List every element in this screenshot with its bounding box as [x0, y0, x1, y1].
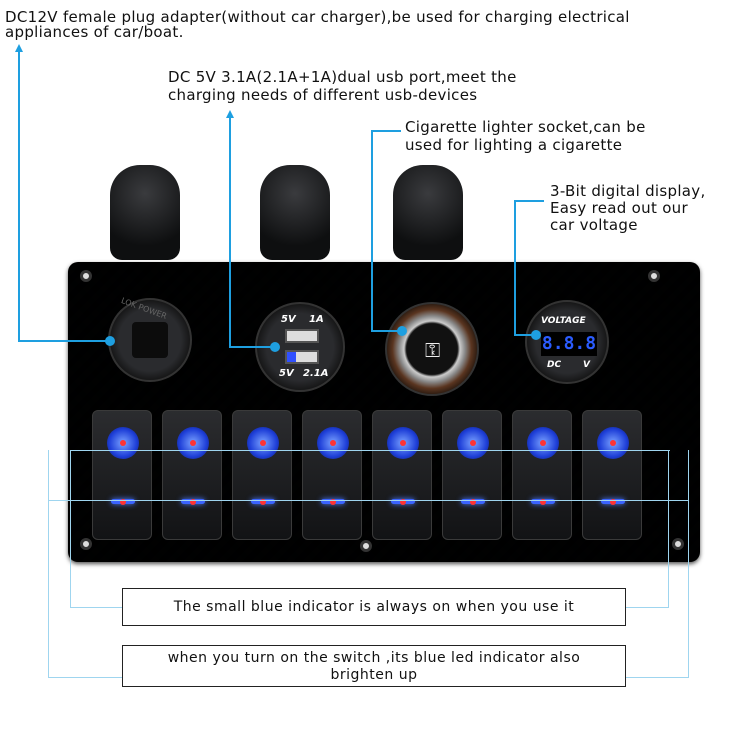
guide-line	[668, 450, 669, 608]
guide-line	[48, 677, 122, 678]
indicator-note-box: The small blue indicator is always on wh…	[122, 588, 626, 626]
rocker-switch-7[interactable]	[512, 410, 572, 540]
callout-dot	[270, 342, 280, 352]
indicator-dot	[400, 440, 406, 446]
guide-line	[48, 500, 688, 501]
display-description-line3: car voltage	[550, 216, 638, 234]
voltmeter: VOLTAGE 8.8.8 DC V	[525, 300, 609, 384]
usb-slot	[285, 329, 319, 343]
callout-line	[514, 200, 516, 336]
plug-description-line1: DC12V female plug adapter(without car ch…	[5, 8, 630, 26]
indicator-dot	[470, 499, 476, 505]
usb-label: 1A	[309, 314, 324, 325]
voltmeter-title: VOLTAGE	[541, 316, 586, 326]
callout-line	[514, 334, 536, 336]
usb-port: 5V 1A 5V 2.1A	[255, 302, 345, 392]
usb-label: 2.1A	[303, 368, 329, 379]
guide-line	[70, 450, 71, 608]
indicator-dot	[540, 499, 546, 505]
guide-line	[626, 677, 688, 678]
guide-line	[48, 450, 49, 678]
switch-note-box: when you turn on the switch ,its blue le…	[122, 645, 626, 687]
plug-description-line2: appliances of car/boat.	[5, 23, 184, 41]
lighter-description-line2: used for lighting a cigarette	[405, 136, 623, 154]
callout-line	[371, 130, 373, 332]
indicator-dot	[470, 440, 476, 446]
display-description-line2: Easy read out our	[550, 199, 688, 217]
indicator-dot	[610, 499, 616, 505]
screw	[360, 540, 372, 552]
callout-dot	[105, 336, 115, 346]
guide-line	[70, 607, 122, 608]
dc12v-socket: LOK POWER	[108, 296, 192, 382]
callout-line	[229, 116, 231, 348]
guide-line	[626, 607, 668, 608]
screw	[80, 538, 92, 550]
indicator-dot	[540, 440, 546, 446]
cigarette-lighter-socket: ⚿	[385, 302, 479, 396]
callout-line	[514, 200, 544, 202]
screw	[648, 270, 660, 282]
indicator-dot	[120, 499, 126, 505]
rocker-switch-6[interactable]	[442, 410, 502, 540]
arrow-icon	[15, 44, 23, 52]
indicator-dot	[260, 440, 266, 446]
plug-cap	[110, 165, 180, 260]
switch-note-line2: brighten up	[330, 667, 418, 683]
screw	[672, 538, 684, 550]
rocker-switch-5[interactable]	[372, 410, 432, 540]
indicator-dot	[330, 440, 336, 446]
indicator-dot	[400, 499, 406, 505]
arrow-icon	[226, 110, 234, 118]
callout-line	[371, 330, 401, 332]
usb-slot	[285, 350, 319, 364]
indicator-dot	[190, 499, 196, 505]
callout-line	[371, 130, 401, 132]
callout-line	[18, 340, 110, 342]
indicator-dot	[330, 499, 336, 505]
callout-dot	[397, 326, 407, 336]
indicator-dot	[260, 499, 266, 505]
callout-line	[18, 50, 20, 342]
callout-dot	[531, 330, 541, 340]
guide-line	[688, 450, 689, 678]
usb-label: 5V	[281, 314, 296, 325]
rocker-switch-2[interactable]	[162, 410, 222, 540]
lighter-cap	[393, 165, 463, 260]
indicator-dot	[610, 440, 616, 446]
usb-cap	[260, 165, 330, 260]
voltmeter-unit-label: V	[583, 360, 590, 370]
indicator-dot	[120, 440, 126, 446]
usb-label: 5V	[279, 368, 294, 379]
rocker-switch-1[interactable]	[92, 410, 152, 540]
switch-note-line1: when you turn on the switch ,its blue le…	[167, 650, 581, 666]
display-description-line1: 3-Bit digital display,	[550, 182, 706, 200]
rocker-switch-8[interactable]	[582, 410, 642, 540]
socket-lettering: LOK POWER	[119, 296, 169, 321]
guide-line	[70, 450, 670, 451]
indicator-note: The small blue indicator is always on wh…	[173, 599, 575, 615]
usb-description-line2: charging needs of different usb-devices	[168, 86, 478, 104]
rocker-switch-3[interactable]	[232, 410, 292, 540]
callout-line	[229, 346, 273, 348]
voltmeter-dc-label: DC	[547, 360, 562, 370]
lighter-icon: ⚿	[425, 338, 441, 362]
rocker-switch-4[interactable]	[302, 410, 362, 540]
indicator-dot	[190, 440, 196, 446]
voltage-display: 8.8.8	[541, 332, 597, 356]
lighter-description-line1: Cigarette lighter socket,can be	[405, 118, 646, 136]
usb-description-line1: DC 5V 3.1A(2.1A+1A)dual usb port,meet th…	[168, 68, 517, 86]
screw	[80, 270, 92, 282]
